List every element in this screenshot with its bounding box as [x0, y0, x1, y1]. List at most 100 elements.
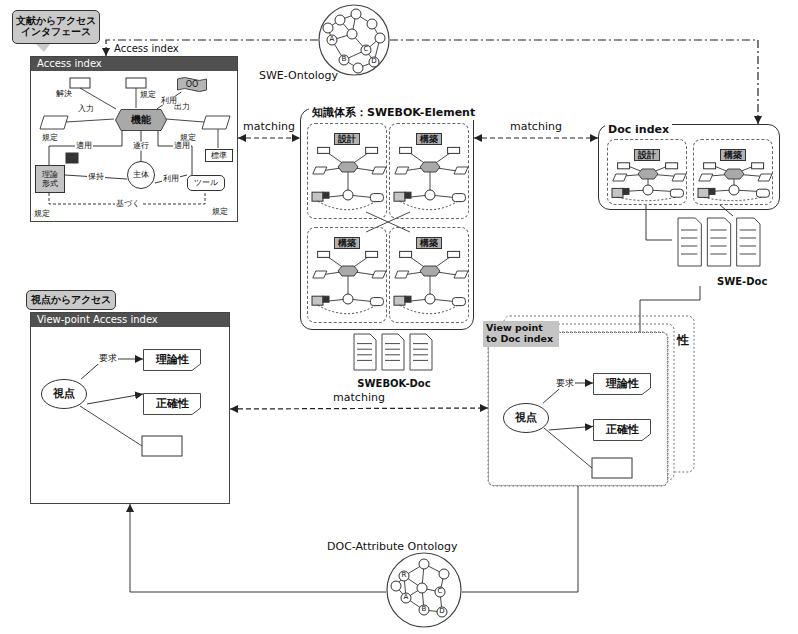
node-shape	[386, 552, 462, 628]
ontology-node	[351, 9, 361, 19]
input-parallelogram	[40, 116, 68, 129]
element-diagram: 設計	[607, 139, 687, 205]
attribute-shape	[594, 420, 651, 441]
node-heading: SWEBOK-Doc	[354, 378, 433, 390]
node-heading: 設計	[334, 133, 360, 145]
ontology-node	[391, 581, 401, 591]
node-heading: SWE-Ontology	[256, 70, 341, 83]
text-line	[710, 238, 726, 239]
connector	[549, 426, 593, 430]
link-line	[366, 212, 410, 232]
node-heading: Doc index	[605, 124, 672, 137]
shape-box	[448, 251, 460, 257]
method-box	[323, 296, 329, 302]
ontology-node	[347, 29, 357, 39]
document-icon	[707, 218, 730, 266]
node-text: 機能	[131, 114, 151, 126]
connector	[720, 205, 733, 216]
node-text: 視点	[53, 388, 75, 401]
function-hexagon	[116, 110, 167, 131]
ontology-network: SWE-Ontology	[318, 4, 390, 76]
index-panel: Access indexOO機能標準理論 形式主体ツール	[30, 56, 238, 222]
ontology-node	[369, 57, 379, 67]
ontology-node	[419, 559, 429, 569]
stacked-card	[488, 332, 668, 486]
output-parallelogram	[372, 271, 386, 278]
ontology-node	[435, 587, 445, 597]
connector	[640, 286, 700, 332]
text-line	[681, 246, 697, 247]
text-line	[740, 246, 756, 247]
connector	[474, 137, 598, 138]
node-text: 主体	[133, 170, 149, 179]
link-line	[544, 428, 592, 468]
ontology-node	[339, 55, 349, 65]
input-parallelogram	[699, 174, 713, 181]
node-text: 正確性	[156, 398, 189, 411]
empty-box	[592, 458, 632, 478]
method-box	[405, 296, 411, 302]
node-text: 標準	[211, 151, 227, 160]
edge-label: 基づく	[115, 200, 141, 209]
actor-circle	[425, 294, 435, 304]
text-line	[413, 354, 428, 355]
concept-box	[394, 192, 405, 201]
viewpoint-ellipse: 視点	[503, 403, 549, 433]
edge-label: 適用	[173, 142, 191, 151]
shape-box	[366, 251, 378, 257]
tool-box	[756, 189, 769, 197]
concept-box	[312, 296, 323, 305]
ontology-node	[437, 607, 447, 617]
shape-box	[666, 163, 678, 169]
node-heading: SWE-Doc	[714, 276, 770, 288]
flag-box: OO	[177, 77, 207, 92]
text-line	[385, 349, 400, 350]
method-box	[405, 192, 411, 198]
text-line	[357, 360, 372, 361]
input-parallelogram	[613, 174, 627, 181]
concept-box	[698, 188, 709, 197]
text-line	[413, 360, 428, 361]
dashed-link	[318, 201, 376, 210]
actor-circle: 主体	[127, 161, 155, 189]
attribute-box: 正確性	[143, 393, 201, 415]
document-icon	[737, 218, 760, 266]
knowledge-group: 知識体系：SWEBOK-Element設計構築構築構築	[300, 108, 474, 330]
dashed-link	[318, 305, 376, 314]
tool-box	[670, 189, 683, 197]
concept-box: 標準	[205, 149, 233, 162]
input-parallelogram	[313, 271, 327, 278]
attribute-box: 理論性	[593, 373, 651, 395]
shape-box	[752, 163, 764, 169]
edge-label: 遂行	[132, 142, 150, 151]
actor-circle	[425, 190, 435, 200]
edge-label: 保持	[87, 173, 105, 182]
relation-label: 規定	[140, 91, 156, 100]
document-stack: SWE-Doc	[672, 216, 768, 286]
node-heading: 知識体系：SWEBOK-Element	[309, 107, 478, 120]
ellipse-shape	[504, 404, 549, 433]
link-line	[366, 212, 410, 232]
edge-label: 要求	[555, 379, 575, 389]
callout-box: 文献からアクセス インタフェース	[12, 10, 100, 44]
edge-label: 利用	[160, 96, 178, 105]
node-shape	[318, 4, 390, 76]
node-letter: A	[404, 594, 409, 602]
dashed-link	[704, 197, 762, 200]
panel-title: Access index	[31, 57, 237, 71]
ontology-node	[323, 23, 333, 33]
link-line	[80, 406, 142, 446]
viewpoint-ellipse: 視点	[41, 379, 87, 409]
connector	[646, 205, 672, 240]
document-icon	[382, 334, 404, 370]
dashed-link	[400, 201, 458, 210]
tool-box: ツール	[187, 175, 225, 191]
text-line	[357, 354, 372, 355]
node-heading: 構築	[720, 149, 746, 161]
flag-shape	[178, 78, 207, 92]
ontology-node	[335, 15, 345, 25]
text-line	[681, 254, 697, 255]
ontology-network: DOC-Attribute Ontology	[386, 552, 462, 628]
actor-circle	[343, 190, 353, 200]
